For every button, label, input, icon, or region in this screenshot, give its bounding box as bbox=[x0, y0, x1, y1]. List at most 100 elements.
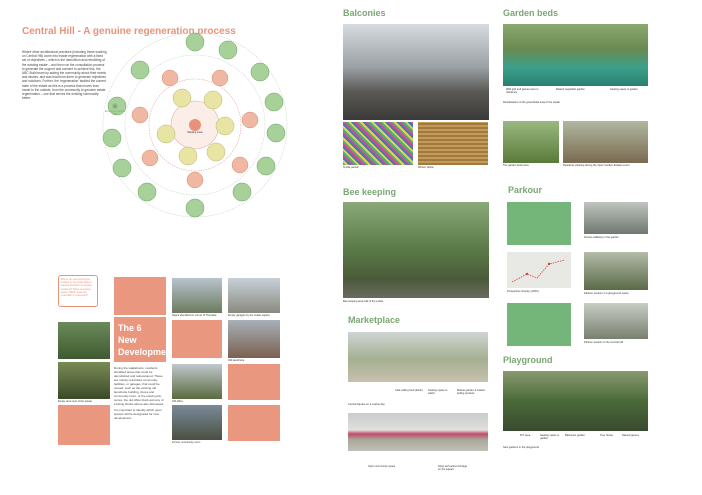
cap-parkour-1: Fitness walkway in the garden bbox=[584, 236, 619, 239]
eye-legend: ◉ Existing of Central Hill bbox=[103, 103, 127, 116]
node-inner-4 bbox=[206, 142, 226, 162]
cap-garden-4: Revitalisation of the greenfields area o… bbox=[503, 101, 560, 104]
photo-green-area bbox=[58, 362, 110, 399]
node-outer-9 bbox=[137, 182, 157, 202]
note-sketch: Where can new housing be located on the … bbox=[58, 275, 102, 315]
cap-community-room: Former community room bbox=[172, 441, 201, 444]
balconies-title: Balconies bbox=[343, 8, 386, 18]
node-outer-11 bbox=[102, 128, 122, 148]
node-mid-6 bbox=[141, 149, 159, 167]
market-label-2: Seating space to watch bbox=[428, 389, 448, 395]
node-outer-2 bbox=[218, 40, 238, 60]
cap-office: Old office bbox=[172, 400, 183, 403]
cap-empty-area: Empty area next of the estate bbox=[58, 400, 92, 403]
photo-playground bbox=[503, 371, 648, 431]
legend-label: Existing of Central Hill bbox=[104, 110, 126, 116]
market-label-1: Café selling food (kiosk) bbox=[395, 389, 423, 392]
intro-text: Where other architectural practices (inc… bbox=[22, 50, 107, 101]
photo-community-room bbox=[172, 405, 222, 440]
green-block-1 bbox=[507, 202, 571, 245]
salmon-block-bottom bbox=[58, 405, 110, 445]
photo-garages bbox=[228, 278, 280, 313]
garden-beds-title: Garden beds bbox=[503, 8, 559, 18]
note-text: Where can new housing be located on the … bbox=[58, 275, 98, 307]
node-outer-13 bbox=[130, 60, 150, 80]
bee-keeping-title: Bee keeping bbox=[343, 187, 397, 197]
cap-corner: Space identified on corner of Thornlaw bbox=[172, 314, 217, 317]
node-inner-3 bbox=[215, 116, 235, 136]
node-inner-5 bbox=[178, 146, 198, 166]
marketplace-title: Marketplace bbox=[348, 315, 401, 325]
salmon-block-top bbox=[114, 277, 166, 315]
play-label-1: DIY area bbox=[520, 434, 531, 437]
play-label-4: Tree house bbox=[600, 434, 614, 437]
cap-playground: New gardens in the playground bbox=[503, 446, 539, 449]
page-title: Central Hill - A genuine regeneration pr… bbox=[22, 26, 236, 37]
photo-parkour-2 bbox=[584, 252, 648, 290]
market-label-4: Open community space bbox=[368, 465, 396, 468]
market-label-3: Market garden & market selling produce bbox=[457, 389, 485, 395]
node-outer-12 bbox=[107, 96, 127, 116]
photo-path bbox=[58, 322, 110, 359]
photo-laundrette bbox=[228, 320, 280, 358]
cap-garden-2: Raised vegetable garden bbox=[556, 88, 585, 91]
center-label: Mapping areas bbox=[187, 131, 203, 134]
play-label-5: Natural games bbox=[622, 434, 639, 437]
cap-parkour-4: Parkour session in a playground space bbox=[584, 292, 629, 295]
photo-willow bbox=[418, 122, 488, 165]
node-outer-7 bbox=[232, 182, 252, 202]
route-map bbox=[511, 259, 566, 283]
parkour-title: Parkour bbox=[508, 185, 543, 195]
photo-bee-keeping bbox=[343, 202, 489, 298]
cap-parkour-5: Parkour session in the Central Hill bbox=[584, 341, 624, 344]
eye-icon: ◉ bbox=[111, 103, 119, 110]
node-outer-8 bbox=[185, 198, 205, 218]
dev-body-1: During the walkabouts, residents identif… bbox=[114, 366, 164, 406]
photo-corner bbox=[172, 278, 222, 313]
photo-parkour-3 bbox=[584, 303, 648, 339]
node-mid-2 bbox=[211, 69, 229, 87]
node-outer-6 bbox=[256, 156, 276, 176]
play-label-2: Seating space in garden bbox=[540, 434, 560, 440]
dev-body-2: It is important to identify which open s… bbox=[114, 408, 162, 420]
node-outer-10 bbox=[112, 158, 132, 178]
node-inner-1 bbox=[172, 88, 192, 108]
photo-market-day bbox=[348, 332, 488, 382]
cap-garden-5: The garden beds area bbox=[503, 164, 529, 167]
node-inner-2 bbox=[203, 90, 223, 110]
photo-garden-beds bbox=[503, 121, 559, 163]
cap-parkour-3: Prospective itinerary (2016) bbox=[507, 290, 539, 293]
play-label-3: Balconies garden bbox=[565, 434, 586, 437]
dev-title: The 6 New Development bbox=[118, 323, 175, 357]
node-inner-6 bbox=[156, 124, 176, 144]
photo-balconies bbox=[343, 24, 489, 120]
node-mid-5 bbox=[186, 171, 204, 189]
photo-textile bbox=[343, 122, 413, 165]
photo-planting bbox=[563, 121, 648, 163]
parkour-map bbox=[507, 252, 571, 288]
cap-garden-3: Seating space in garden bbox=[610, 88, 638, 91]
node-mid-7 bbox=[131, 106, 149, 124]
node-outer-1 bbox=[185, 32, 205, 52]
cap-laundrette: Old laundrette bbox=[228, 359, 245, 362]
node-outer-5 bbox=[266, 123, 286, 143]
center-node bbox=[189, 119, 201, 131]
node-mid-3 bbox=[241, 111, 259, 129]
salmon-block-right bbox=[228, 364, 280, 400]
cap-garages: Empty garages by the estate square bbox=[228, 314, 270, 317]
market-label-5: Shop with active frontage on the square bbox=[438, 465, 468, 471]
cap-garden-6: Residents planting during the Open Garde… bbox=[563, 164, 630, 167]
cap-textile: Textile panels bbox=[343, 166, 359, 169]
node-mid-4 bbox=[231, 156, 249, 174]
node-mid-1 bbox=[161, 69, 179, 87]
cap-garden-1: Wild grid and games area in residence bbox=[506, 88, 539, 94]
cap-willow: Woven willow bbox=[418, 166, 434, 169]
cap-bee: Bee keeping area trail of the estate bbox=[343, 300, 384, 303]
photo-garden-area bbox=[503, 24, 648, 86]
dev-title-block: The 6 New Development bbox=[114, 317, 175, 362]
regeneration-diagram: Mapping areas bbox=[102, 32, 288, 218]
salmon-block-mid bbox=[172, 320, 222, 358]
cap-market-1: Central Square on a market day bbox=[348, 403, 385, 406]
node-outer-4 bbox=[264, 92, 284, 112]
salmon-block-bottom-right bbox=[228, 405, 280, 441]
